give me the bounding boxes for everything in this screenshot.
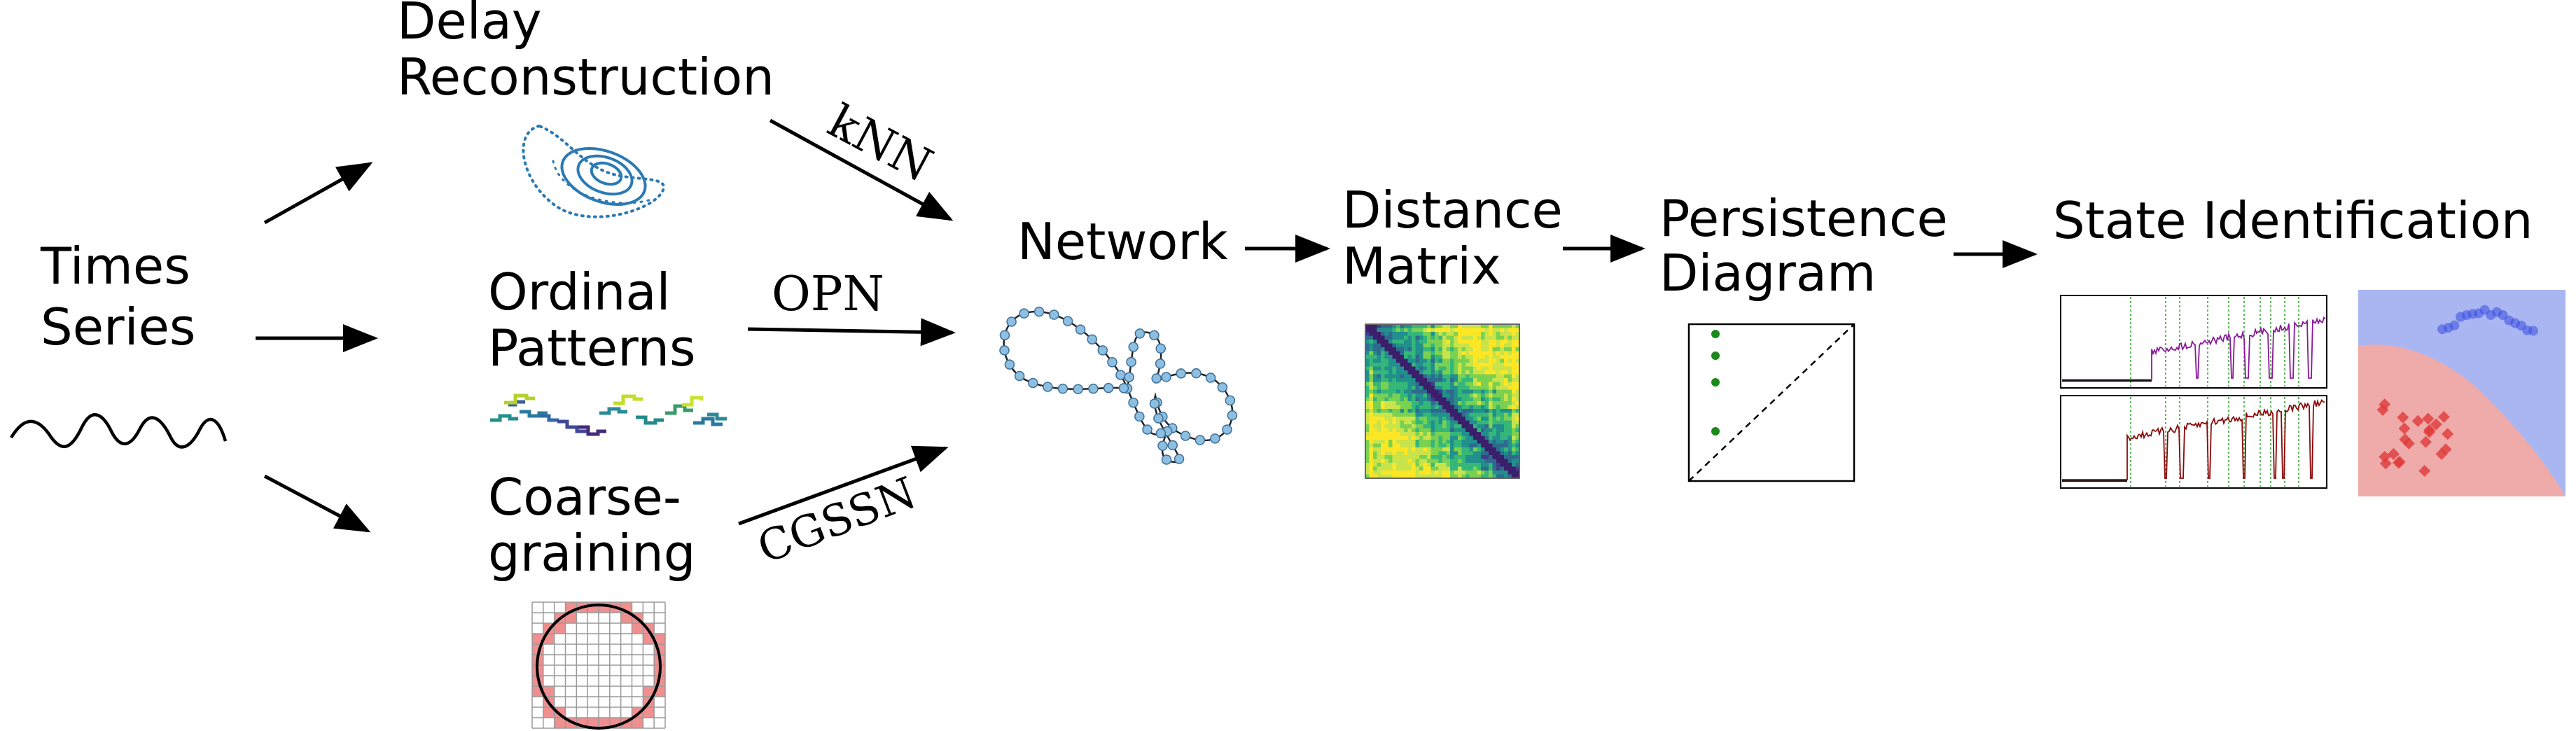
arrow-to-delay bbox=[263, 162, 373, 225]
delay-reconstruction-title: Reconstruction bbox=[397, 48, 774, 106]
distance-matrix-heatmap bbox=[1365, 323, 1520, 479]
coarse-graining-title: Coarse- bbox=[488, 468, 681, 527]
cgssn-arrow bbox=[738, 445, 949, 526]
knn-arrow bbox=[769, 118, 954, 221]
coarse-grid-icon bbox=[531, 601, 666, 730]
opn-label: OPN bbox=[772, 267, 884, 322]
arrow-to-coarse bbox=[263, 474, 371, 533]
signal-plot-bottom bbox=[2060, 395, 2327, 489]
delay-reconstruction-title: Delay bbox=[397, 0, 541, 50]
classification-plot bbox=[2358, 290, 2565, 496]
persistence-point bbox=[1711, 427, 1720, 436]
state-identification-title: State Identification bbox=[2053, 191, 2533, 250]
knn-label: kNN bbox=[819, 94, 940, 193]
network-graph-icon bbox=[999, 306, 1238, 465]
persistence-point bbox=[1711, 351, 1720, 360]
time-series-wave-icon bbox=[10, 413, 228, 449]
network-title: Network bbox=[1017, 212, 1228, 271]
signal-plot-top bbox=[2060, 295, 2327, 389]
persistence-point bbox=[1711, 378, 1720, 387]
ordinal-pattern-icon bbox=[490, 394, 727, 436]
cgssn-label: CGSSN bbox=[751, 467, 923, 573]
persistence-diagram-title: Diagram bbox=[1659, 244, 1876, 302]
persistence-point bbox=[1711, 330, 1720, 338]
ordinal-patterns-title: Patterns bbox=[488, 319, 696, 377]
distance-matrix-title: Matrix bbox=[1342, 237, 1501, 295]
persistence-diagram-title: Persistence bbox=[1659, 189, 1948, 248]
persistence-diagram-plot bbox=[1687, 323, 1856, 482]
time-series-title: Series bbox=[41, 298, 195, 356]
ordinal-patterns-title: Ordinal bbox=[488, 263, 670, 321]
opn-arrow bbox=[747, 318, 956, 347]
distance-matrix-title: Distance bbox=[1342, 181, 1563, 239]
attractor-icon bbox=[522, 124, 665, 218]
coarse-graining-title: graining bbox=[488, 524, 695, 583]
time-series-title: Times bbox=[40, 237, 190, 295]
